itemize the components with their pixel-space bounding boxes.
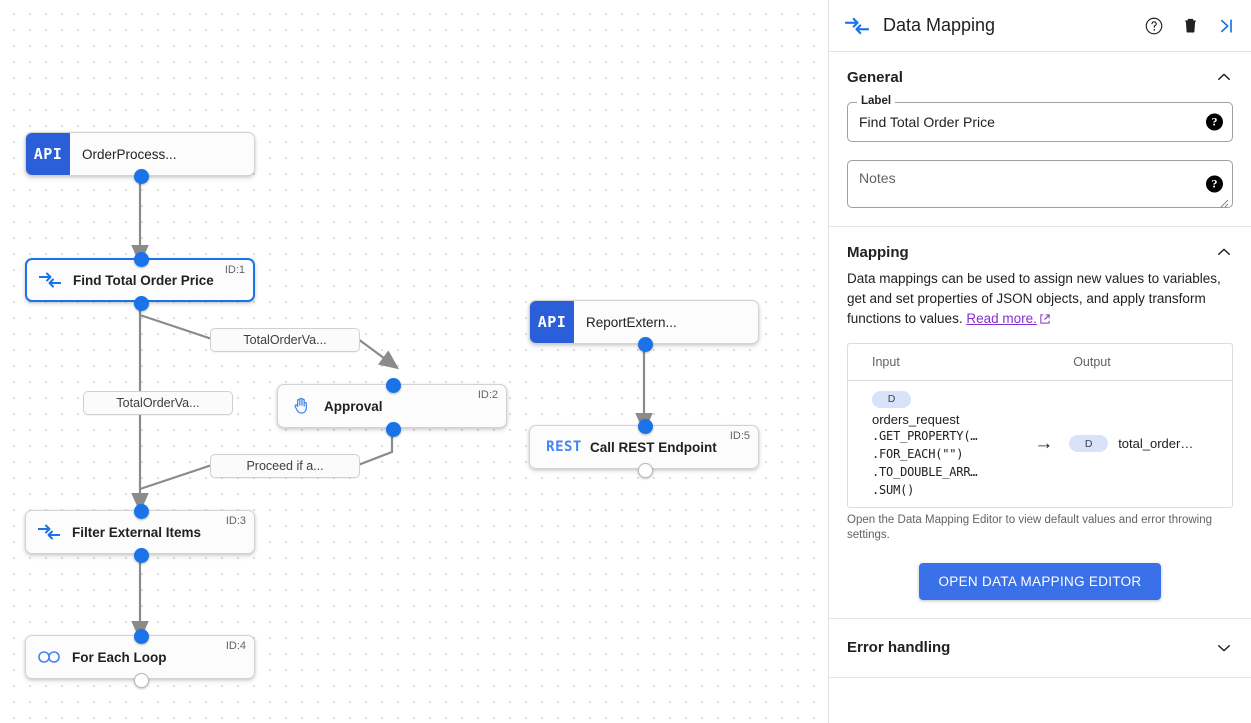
external-link-icon[interactable] (1039, 311, 1051, 331)
node-badge-api: API (530, 301, 574, 343)
infinity-loop-icon (26, 649, 72, 665)
mapping-row[interactable]: D orders_request .GET_PROPERTY(… .FOR_EA… (848, 381, 1232, 507)
chevron-down-icon[interactable] (1215, 639, 1233, 657)
mapping-button-row: OPEN DATA MAPPING EDITOR (847, 562, 1233, 600)
data-mapping-icon (843, 16, 871, 36)
column-header-input: Input (872, 355, 900, 369)
data-mapping-icon (27, 271, 73, 289)
chevron-up-icon[interactable] (1215, 68, 1233, 86)
node-id-badge: ID:3 (225, 515, 246, 527)
variable-type-chip: D (1069, 435, 1109, 453)
node-orderprocess[interactable]: API OrderProcess... (25, 132, 255, 176)
section-error-handling-header[interactable]: Error handling (829, 619, 1251, 677)
mapping-input-cell: D orders_request .GET_PROPERTY(… .FOR_EA… (848, 389, 1028, 499)
resize-grip-icon[interactable] (1219, 195, 1229, 208)
read-more-link[interactable]: Read more. (966, 311, 1037, 326)
mapping-description: Data mappings can be used to assign new … (847, 269, 1233, 331)
edge-connections (131, 180, 653, 641)
section-title: General (847, 68, 903, 86)
mapping-table: Input Output D orders_request .GET_PROPE… (847, 343, 1233, 508)
node-port-output[interactable] (134, 548, 149, 563)
help-circle-icon[interactable] (1143, 15, 1165, 37)
label-input[interactable] (848, 114, 1232, 130)
node-label: Find Total Order Price (73, 272, 214, 288)
node-badge-api: API (26, 133, 70, 175)
chevron-up-icon[interactable] (1215, 243, 1233, 261)
section-general-header[interactable]: General (829, 52, 1251, 92)
collapse-panel-icon[interactable] (1215, 15, 1237, 37)
column-header-output: Output (1073, 355, 1111, 369)
node-port-output[interactable] (638, 337, 653, 352)
node-port-input[interactable] (134, 252, 149, 267)
transform-step: .TO_DOUBLE_ARR… (872, 464, 978, 479)
node-label: For Each Loop (72, 649, 167, 665)
node-port-output[interactable] (134, 673, 149, 688)
node-port-output[interactable] (638, 463, 653, 478)
edge-label[interactable]: TotalOrderVa... (83, 391, 233, 415)
node-reportextern[interactable]: API ReportExtern... (529, 300, 759, 344)
mapping-output-cell: D total_order… (1059, 435, 1232, 453)
node-port-output[interactable] (134, 169, 149, 184)
section-title: Error handling (847, 639, 951, 656)
node-label: Filter External Items (72, 524, 202, 540)
section-general-content: Label ? Notes ? (829, 95, 1251, 226)
section-title: Mapping (847, 243, 909, 261)
transform-step: .SUM() (872, 482, 915, 497)
input-transform-chain: .GET_PROPERTY(… .FOR_EACH("") .TO_DOUBLE… (872, 427, 1028, 499)
node-port-input[interactable] (638, 419, 653, 434)
edge-label[interactable]: Proceed if a... (210, 454, 360, 478)
mapping-table-header: Input Output (848, 344, 1232, 381)
node-label: ReportExtern... (586, 314, 677, 330)
node-badge-rest: REST (542, 426, 586, 468)
mapping-arrow-icon: → (1034, 432, 1054, 454)
mapping-editor-note: Open the Data Mapping Editor to view def… (847, 513, 1213, 541)
help-icon[interactable]: ? (1206, 175, 1223, 193)
section-general: General Label ? Notes ? (829, 52, 1251, 227)
label-field[interactable]: Label ? (847, 95, 1233, 142)
edge-label[interactable]: TotalOrderVa... (210, 328, 360, 352)
node-id-badge: ID:5 (729, 430, 750, 442)
node-port-output[interactable] (134, 296, 149, 311)
workflow-canvas[interactable]: API OrderProcess... Find Total Order Pri… (0, 0, 829, 723)
transform-step: .FOR_EACH("") (872, 446, 964, 461)
node-port-input[interactable] (134, 629, 149, 644)
node-port-input[interactable] (134, 504, 149, 519)
panel-title: Data Mapping (883, 15, 996, 35)
help-icon[interactable]: ? (1206, 113, 1223, 131)
properties-panel: Data Mapping (829, 0, 1251, 723)
variable-type-chip: D (872, 390, 911, 408)
node-id-badge: ID:2 (477, 389, 498, 401)
node-label: OrderProcess... (82, 146, 177, 162)
section-mapping: Mapping Data mappings can be used to ass… (829, 227, 1251, 619)
section-error-handling: Error handling (829, 619, 1251, 678)
trash-icon[interactable] (1179, 15, 1201, 37)
panel-actions (1143, 15, 1237, 37)
panel-body: General Label ? Notes ? (829, 52, 1251, 723)
transform-step: .GET_PROPERTY(… (872, 428, 978, 443)
input-variable-name: orders_request (872, 411, 960, 427)
open-data-mapping-editor-button[interactable]: OPEN DATA MAPPING EDITOR (918, 562, 1162, 600)
mapping-description-text: Data mappings can be used to assign new … (847, 271, 1221, 326)
hand-icon (278, 396, 324, 416)
section-mapping-header[interactable]: Mapping (829, 227, 1251, 267)
node-port-output[interactable] (386, 422, 401, 437)
node-label: Approval (324, 398, 383, 414)
output-variable-name: total_order… (1118, 436, 1194, 452)
notes-field[interactable]: Notes ? (847, 160, 1233, 208)
section-mapping-content: Data mappings can be used to assign new … (829, 269, 1251, 618)
node-id-badge: ID:4 (225, 640, 246, 652)
node-id-badge: ID:1 (224, 264, 245, 276)
node-label: Call REST Endpoint (590, 439, 717, 455)
data-mapping-icon (26, 523, 72, 541)
label-field-legend: Label (857, 95, 896, 107)
notes-placeholder: Notes (859, 170, 896, 186)
panel-header: Data Mapping (829, 0, 1251, 52)
node-port-input[interactable] (386, 378, 401, 393)
